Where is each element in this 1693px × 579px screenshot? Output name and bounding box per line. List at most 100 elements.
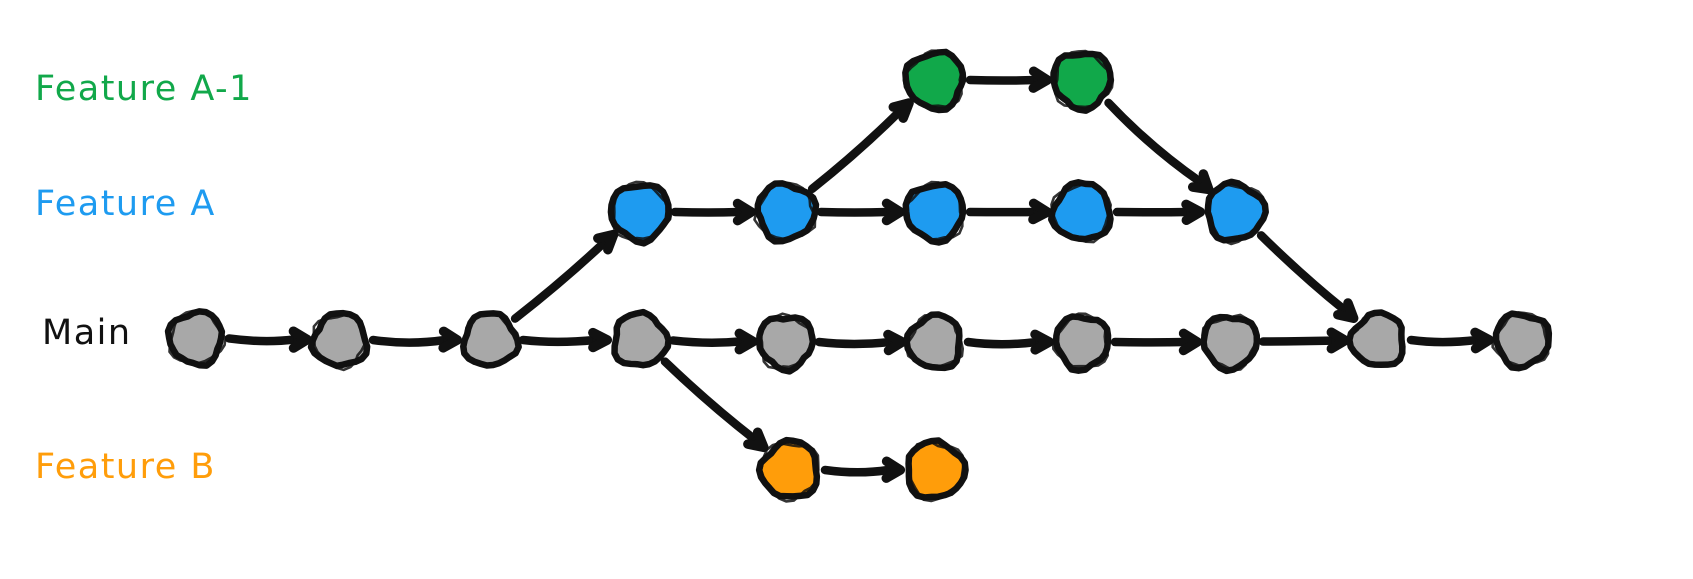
edge-shaft xyxy=(814,337,895,349)
commit-node-body xyxy=(1052,313,1112,374)
edge-shaft xyxy=(816,207,893,217)
commit-node-a4[interactable] xyxy=(1048,179,1114,244)
commit-node-m3[interactable] xyxy=(460,310,522,369)
commit-node-m7[interactable] xyxy=(1051,312,1112,374)
commit-node-outline xyxy=(1051,312,1110,368)
arrow-head-icon xyxy=(1178,328,1203,356)
commit-node-body xyxy=(1200,313,1261,375)
commit-node-m10[interactable] xyxy=(1491,310,1553,372)
arrow-head-icon xyxy=(1030,329,1055,355)
edge-shaft xyxy=(518,335,600,347)
edge-shaft xyxy=(224,334,300,346)
lane-label-feature-b: Feature B xyxy=(35,447,216,487)
edge-m3-to-a1 xyxy=(510,229,619,323)
arrow-head-icon xyxy=(883,329,908,356)
edge-m3-to-m4 xyxy=(518,327,613,353)
commit-node-m8[interactable] xyxy=(1200,313,1261,375)
commit-node-outline xyxy=(753,180,817,240)
commit-node-m2[interactable] xyxy=(307,309,371,372)
lane-label-main: Main xyxy=(42,313,132,353)
edge-m4-to-m5 xyxy=(668,328,759,355)
commit-node-m4[interactable] xyxy=(611,308,672,369)
edge-m8-to-m9 xyxy=(1258,327,1351,354)
arrow-head-icon xyxy=(588,327,613,353)
edge-shaft xyxy=(820,465,893,477)
commit-node-outline xyxy=(463,310,521,367)
edge-shaft xyxy=(1104,98,1204,186)
edge-shaft xyxy=(668,336,746,347)
edge-a4-to-a5 xyxy=(1112,199,1206,225)
edge-shaft xyxy=(660,357,759,444)
nodes-layer xyxy=(164,48,1553,503)
commit-node-a2[interactable] xyxy=(753,180,820,245)
edge-g2-to-a5 xyxy=(1104,98,1214,195)
edge-a2-to-g1 xyxy=(807,98,914,194)
edge-m6-to-m7 xyxy=(963,329,1055,355)
edge-m5-to-m6 xyxy=(814,329,908,356)
edge-a3-to-a4 xyxy=(965,198,1053,225)
commit-node-b1[interactable] xyxy=(755,436,821,503)
commit-node-b2[interactable] xyxy=(905,437,969,503)
commit-node-outline xyxy=(1348,311,1406,367)
edge-m2-to-m3 xyxy=(368,326,463,353)
commit-node-m9[interactable] xyxy=(1346,309,1406,368)
arrow-head-icon xyxy=(888,98,914,123)
edge-m7-to-m8 xyxy=(1110,328,1203,356)
edges-layer xyxy=(224,66,1495,483)
commit-node-g1[interactable] xyxy=(902,48,967,114)
edge-m4-to-b1 xyxy=(660,357,769,453)
commit-node-a1[interactable] xyxy=(607,180,673,247)
commit-node-outline xyxy=(612,180,673,241)
commit-node-g2[interactable] xyxy=(1050,49,1115,114)
commit-node-m1[interactable] xyxy=(164,308,227,369)
lane-label-feature-a: Feature A xyxy=(35,184,216,224)
arrow-head-icon xyxy=(881,456,906,483)
commit-node-m6[interactable] xyxy=(903,311,965,372)
commit-node-m5[interactable] xyxy=(755,312,817,375)
commit-node-outline xyxy=(1201,313,1259,372)
arrow-head-icon xyxy=(438,326,463,353)
commit-node-a5[interactable] xyxy=(1204,178,1269,246)
arrow-head-icon xyxy=(1028,198,1053,225)
edge-shaft xyxy=(807,106,905,194)
arrow-head-icon xyxy=(593,229,619,255)
edge-a1-to-a2 xyxy=(670,198,757,226)
edge-b1-to-b2 xyxy=(820,456,906,483)
commit-node-outline xyxy=(759,441,820,503)
commit-node-a3[interactable] xyxy=(902,180,967,246)
commit-node-outline xyxy=(902,49,963,108)
edge-g1-to-g2 xyxy=(965,66,1053,93)
commit-node-outline xyxy=(1050,182,1112,244)
edge-shaft xyxy=(510,238,609,323)
commit-node-outline xyxy=(905,313,965,369)
commit-node-body xyxy=(902,180,967,246)
arrow-head-icon xyxy=(1470,327,1495,354)
edge-shaft xyxy=(963,337,1042,349)
arrow-head-icon xyxy=(1187,169,1214,195)
arrow-head-icon xyxy=(734,328,759,355)
arrow-head-icon xyxy=(1028,66,1053,93)
edge-m1-to-m2 xyxy=(224,326,313,353)
edge-shaft xyxy=(368,335,450,347)
edge-a5-to-m9 xyxy=(1256,231,1359,323)
arrow-head-icon xyxy=(881,198,906,226)
commit-node-outline xyxy=(312,312,369,372)
commit-node-outline xyxy=(759,312,817,370)
arrow-head-icon xyxy=(732,198,757,226)
commit-node-outline xyxy=(613,311,672,367)
edge-shaft xyxy=(965,75,1040,85)
edge-a2-to-a3 xyxy=(816,198,906,226)
arrow-head-icon xyxy=(288,326,313,353)
arrow-head-icon xyxy=(1326,327,1351,354)
edge-shaft xyxy=(1258,336,1338,346)
commit-node-outline xyxy=(1205,182,1266,246)
arrow-head-icon xyxy=(1181,199,1206,225)
arrow-head-icon xyxy=(743,427,769,453)
commit-node-outline xyxy=(1053,49,1115,109)
commit-node-outline xyxy=(168,308,227,365)
edge-shaft xyxy=(1406,335,1482,347)
arrow-head-icon xyxy=(1333,298,1359,323)
edge-shaft xyxy=(1256,231,1349,315)
